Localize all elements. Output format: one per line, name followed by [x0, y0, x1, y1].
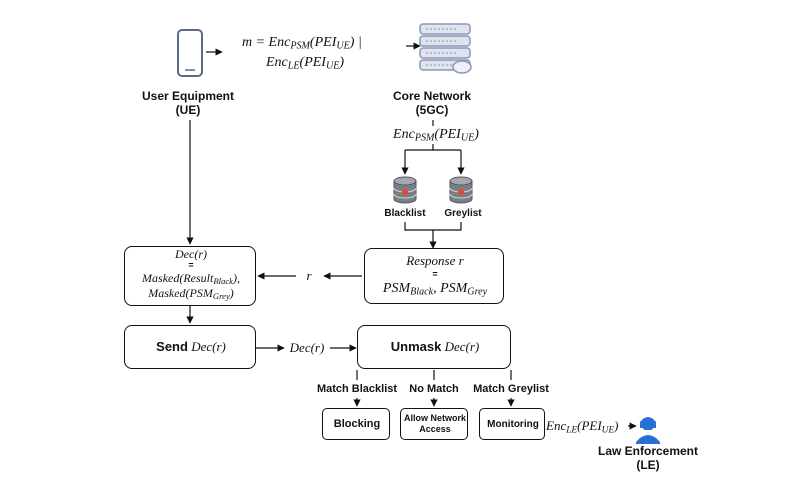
- ue-title: User Equipment: [141, 89, 235, 103]
- blocking-box: Blocking: [322, 408, 390, 440]
- greylist-label: Greylist: [444, 208, 482, 219]
- law-enforcement-label: Law Enforcement (LE): [598, 444, 698, 472]
- blocking-text: Blocking: [333, 418, 381, 430]
- send-box-text: Send Dec(r): [156, 339, 226, 354]
- response-line2: =: [432, 269, 438, 279]
- merge-connector: [404, 222, 462, 231]
- enc-psm-label: EncPSM(PEIUE): [393, 127, 479, 144]
- ue-abbr: (UE): [175, 103, 201, 117]
- branch-label-blacklist: Match Blacklist: [316, 383, 398, 395]
- dec-box-line1: Dec(r): [175, 247, 207, 261]
- formula-m-line1: m = EncPSM(PEIUE) |: [242, 35, 362, 52]
- core-title: Core Network: [392, 89, 472, 103]
- server-icon: [419, 23, 472, 74]
- core-abbr: (5GC): [415, 103, 449, 117]
- response-line1: Response r: [406, 253, 464, 268]
- core-network-label: Core Network (5GC): [393, 89, 471, 117]
- law-enforcement-person-icon: [636, 417, 660, 444]
- unmask-box-text: Unmask Dec(r): [390, 339, 480, 354]
- ue-label: User Equipment (UE): [142, 89, 234, 117]
- r-label: r: [306, 268, 312, 283]
- monitoring-text: Monitoring: [487, 419, 539, 430]
- unmask-box: Unmask Dec(r): [357, 325, 511, 369]
- smartphone-icon: [177, 29, 203, 77]
- dec-box-line4: Masked(PSMGrey): [148, 286, 234, 302]
- formula-m: m = EncPSM(PEIUE) | EncLE(PEIUE): [242, 35, 362, 74]
- response-box: Response r = PSMBlack, PSMGrey: [364, 248, 504, 304]
- allow-text-line2: Access: [419, 424, 451, 434]
- le-title: Law Enforcement: [597, 444, 699, 458]
- response-line3: PSMBlack, PSMGrey: [382, 281, 488, 298]
- send-box: Send Dec(r): [124, 325, 256, 369]
- dec-result-box: Dec(r) = Masked(ResultBlack), Masked(PSM…: [124, 246, 256, 306]
- allow-text-line1: Allow Network: [403, 413, 467, 423]
- greylist-database-icon: [449, 176, 473, 204]
- enc-le-label: EncLE(PEIUE): [546, 418, 619, 436]
- allow-access-box: Allow Network Access: [400, 408, 468, 440]
- dec-r-label: Dec(r): [289, 340, 325, 355]
- dec-box-line2: =: [188, 260, 194, 270]
- blacklist-label: Blacklist: [384, 208, 426, 219]
- blacklist-database-icon: [393, 176, 417, 204]
- branch-label-nomatch: No Match: [409, 383, 459, 395]
- formula-m-line2: EncLE(PEIUE): [266, 54, 345, 72]
- monitoring-box: Monitoring: [479, 408, 545, 440]
- dec-box-line3: Masked(ResultBlack),: [142, 271, 240, 287]
- branch-label-greylist: Match Greylist: [473, 383, 549, 395]
- le-abbr: (LE): [636, 458, 660, 472]
